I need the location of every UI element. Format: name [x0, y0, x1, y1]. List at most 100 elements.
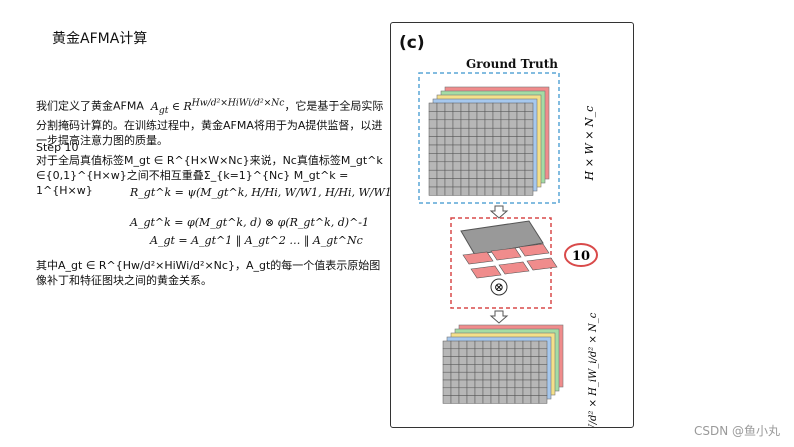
grid-cell [482, 364, 492, 373]
grid-cell [538, 379, 548, 389]
grid-cell [484, 178, 494, 188]
grid-cell [490, 371, 500, 381]
grid-cell [452, 178, 462, 188]
grid-cell [458, 364, 468, 373]
grid-cell [516, 161, 526, 171]
grid-cell [468, 169, 478, 179]
grid-cell [436, 178, 446, 188]
grid-cell [490, 348, 500, 357]
watermark: CSDN @鱼小丸 [693, 424, 780, 438]
grid-cell [522, 371, 532, 381]
grid-cell [508, 153, 518, 163]
grid-cell [476, 136, 486, 146]
grid-cell [468, 144, 478, 154]
grid-cell [428, 144, 438, 154]
grid-cell [490, 356, 500, 365]
grid-cell [490, 379, 500, 389]
grid-cell [530, 340, 540, 350]
grid-cell [516, 153, 526, 163]
grid-cell [508, 169, 518, 179]
grid-cell [460, 178, 470, 188]
grid-cell [460, 102, 470, 112]
grid-cell [444, 102, 454, 112]
grid-cell [458, 340, 468, 350]
grid-cell [474, 364, 484, 373]
grid-cell [458, 348, 468, 357]
middle-dashed-box [450, 217, 552, 309]
grid-cell [498, 395, 508, 404]
dim-top-label: H × W × N_c [583, 106, 596, 182]
grid-cell [538, 371, 548, 381]
grid-cell [442, 387, 452, 396]
grid-cell [538, 348, 548, 357]
grid-cell [474, 356, 484, 365]
grid-cell [444, 186, 454, 196]
grid-cell [508, 127, 518, 137]
grid-cell [524, 136, 534, 146]
grid-cell [450, 379, 460, 389]
grid-cell [452, 111, 462, 121]
arrow-down-icon [489, 310, 509, 324]
grid-cell [458, 387, 468, 396]
step-label: Step 10 [36, 141, 79, 154]
grid-cell [500, 136, 510, 146]
grid-cell [468, 127, 478, 137]
grid-cell [538, 364, 548, 373]
grid-cell [474, 348, 484, 357]
grid-cell [538, 340, 548, 350]
grid-cell [436, 127, 446, 137]
grid-cell [498, 348, 508, 357]
grid-cell [490, 340, 500, 350]
grid-cell [466, 395, 476, 404]
grid-cell [514, 364, 524, 373]
grid-cell [498, 379, 508, 389]
grid-cell [476, 102, 486, 112]
grid-cell [524, 169, 534, 179]
grid-cell [452, 144, 462, 154]
grid-cell [516, 178, 526, 188]
grid-cell [428, 153, 438, 163]
grid-cell [474, 371, 484, 381]
grid-cell [500, 161, 510, 171]
formula-r: R_gt^k = ψ(M_gt^k, H/Hi, W/W1, H/Hi, W/W… [130, 186, 397, 199]
grid-cell [436, 144, 446, 154]
grid-cell [492, 127, 502, 137]
grid-cell [492, 178, 502, 188]
grid-cell [524, 144, 534, 154]
grid-cell [436, 119, 446, 129]
grid-cell [476, 153, 486, 163]
grid-cell [492, 102, 502, 112]
grid-cell [468, 161, 478, 171]
figure-title: Ground Truth [466, 57, 558, 71]
grid-cell [506, 356, 516, 365]
grid-cell [484, 169, 494, 179]
grid-cell [476, 111, 486, 121]
grid-cell [530, 387, 540, 396]
grid-cell [476, 119, 486, 129]
grid-cell [482, 379, 492, 389]
grid-cell [498, 356, 508, 365]
grid-cell [516, 136, 526, 146]
grid-cell [500, 169, 510, 179]
badge-label: 10 [572, 249, 590, 264]
grid-cell [482, 356, 492, 365]
grid-cell [474, 340, 484, 350]
red-block [490, 247, 522, 261]
grid-cell [436, 136, 446, 146]
grid-cell [444, 136, 454, 146]
grid-cell [466, 340, 476, 350]
grid-cell [468, 119, 478, 129]
grid-cell [444, 127, 454, 137]
grid-cell [450, 364, 460, 373]
grid-cell [468, 102, 478, 112]
grid-cell [492, 111, 502, 121]
grid-cell [476, 169, 486, 179]
grid-cell [444, 169, 454, 179]
grid-cell [452, 136, 462, 146]
svg-text:⊗: ⊗ [494, 280, 504, 294]
grid-cell [482, 387, 492, 396]
grid-cell [500, 127, 510, 137]
grid-cell [436, 111, 446, 121]
grid-cell [460, 136, 470, 146]
page-title: 黄金AFMA计算 [52, 31, 148, 47]
